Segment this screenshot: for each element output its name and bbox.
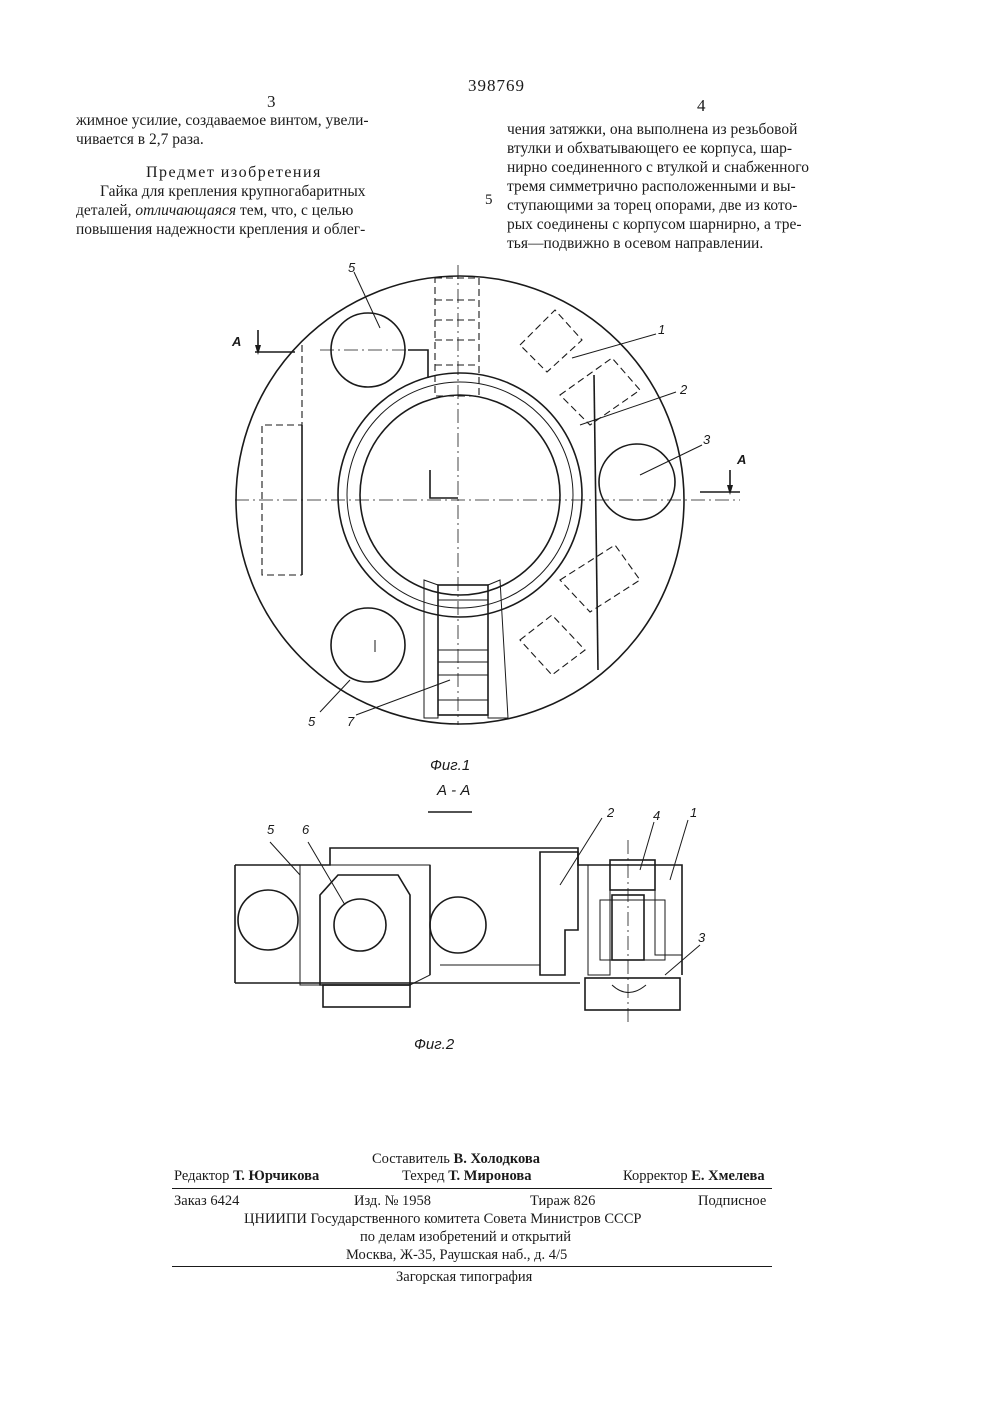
fig1-support-5-bottom: [331, 608, 405, 682]
fig2-label-1: 1: [690, 805, 697, 820]
footer-corrector-name: Е. Хмелева: [691, 1168, 764, 1184]
footer-editor: Редактор Т. Юрчикова: [174, 1167, 319, 1185]
fig2-caption: Фиг.2: [414, 1036, 454, 1053]
fig2-label-2: 2: [607, 805, 614, 820]
footer-org-line-2: по делам изобретений и открытий: [360, 1228, 571, 1246]
footer-rule-1: [172, 1188, 772, 1189]
footer-corrector: Корректор Е. Хмелева: [623, 1167, 765, 1185]
footer-techred: Техред Т. Миронова: [402, 1167, 531, 1185]
footer-edition: Изд. № 1958: [354, 1192, 431, 1210]
fig1-caption: Фиг.1: [430, 757, 470, 774]
fig1-bushing-inner: [360, 395, 560, 595]
footer-circulation: Тираж 826: [530, 1192, 595, 1210]
fig1-label-5-bottom: 5: [308, 714, 315, 729]
fig1-label-3: 3: [703, 432, 710, 447]
fig2-label-6: 6: [302, 822, 309, 837]
fig1-support-3: [599, 444, 675, 520]
footer-compiler-label: Составитель: [372, 1151, 450, 1167]
fig1-label-7: 7: [347, 714, 354, 729]
footer-editor-label: Редактор: [174, 1168, 229, 1184]
footer-org-line-3: Москва, Ж-35, Раушская наб., д. 4/5: [346, 1246, 567, 1264]
footer-corrector-label: Корректор: [623, 1168, 688, 1184]
fig2-section-title: А - А: [437, 782, 470, 799]
fig2-label-4: 4: [653, 808, 660, 823]
fig2-label-3: 3: [698, 930, 705, 945]
fig1-label-5-top: 5: [348, 260, 355, 275]
section-mark-a-right: А: [737, 452, 746, 467]
footer-techred-label: Техред: [402, 1168, 445, 1184]
footer-printer: Загорская типография: [396, 1268, 532, 1286]
footer-subscription: Подписное: [698, 1192, 766, 1210]
footer-compiler-name: В. Холодкова: [454, 1151, 540, 1167]
section-mark-a-left: А: [232, 334, 241, 349]
fig1-label-1: 1: [658, 322, 665, 337]
fig1-label-2: 2: [680, 382, 687, 397]
footer-techred-name: Т. Миронова: [448, 1168, 531, 1184]
fig1-bushing-outer: [338, 373, 582, 617]
footer-org-line-1: ЦНИИПИ Государственного комитета Совета …: [244, 1210, 641, 1228]
footer-rule-2: [172, 1266, 772, 1267]
footer-order: Заказ 6424: [174, 1192, 239, 1210]
footer-compiler: Составитель В. Холодкова: [372, 1150, 540, 1168]
fig2-label-5: 5: [267, 822, 274, 837]
figure2-drawing: [235, 812, 700, 1022]
footer-editor-name: Т. Юрчикова: [233, 1168, 319, 1184]
